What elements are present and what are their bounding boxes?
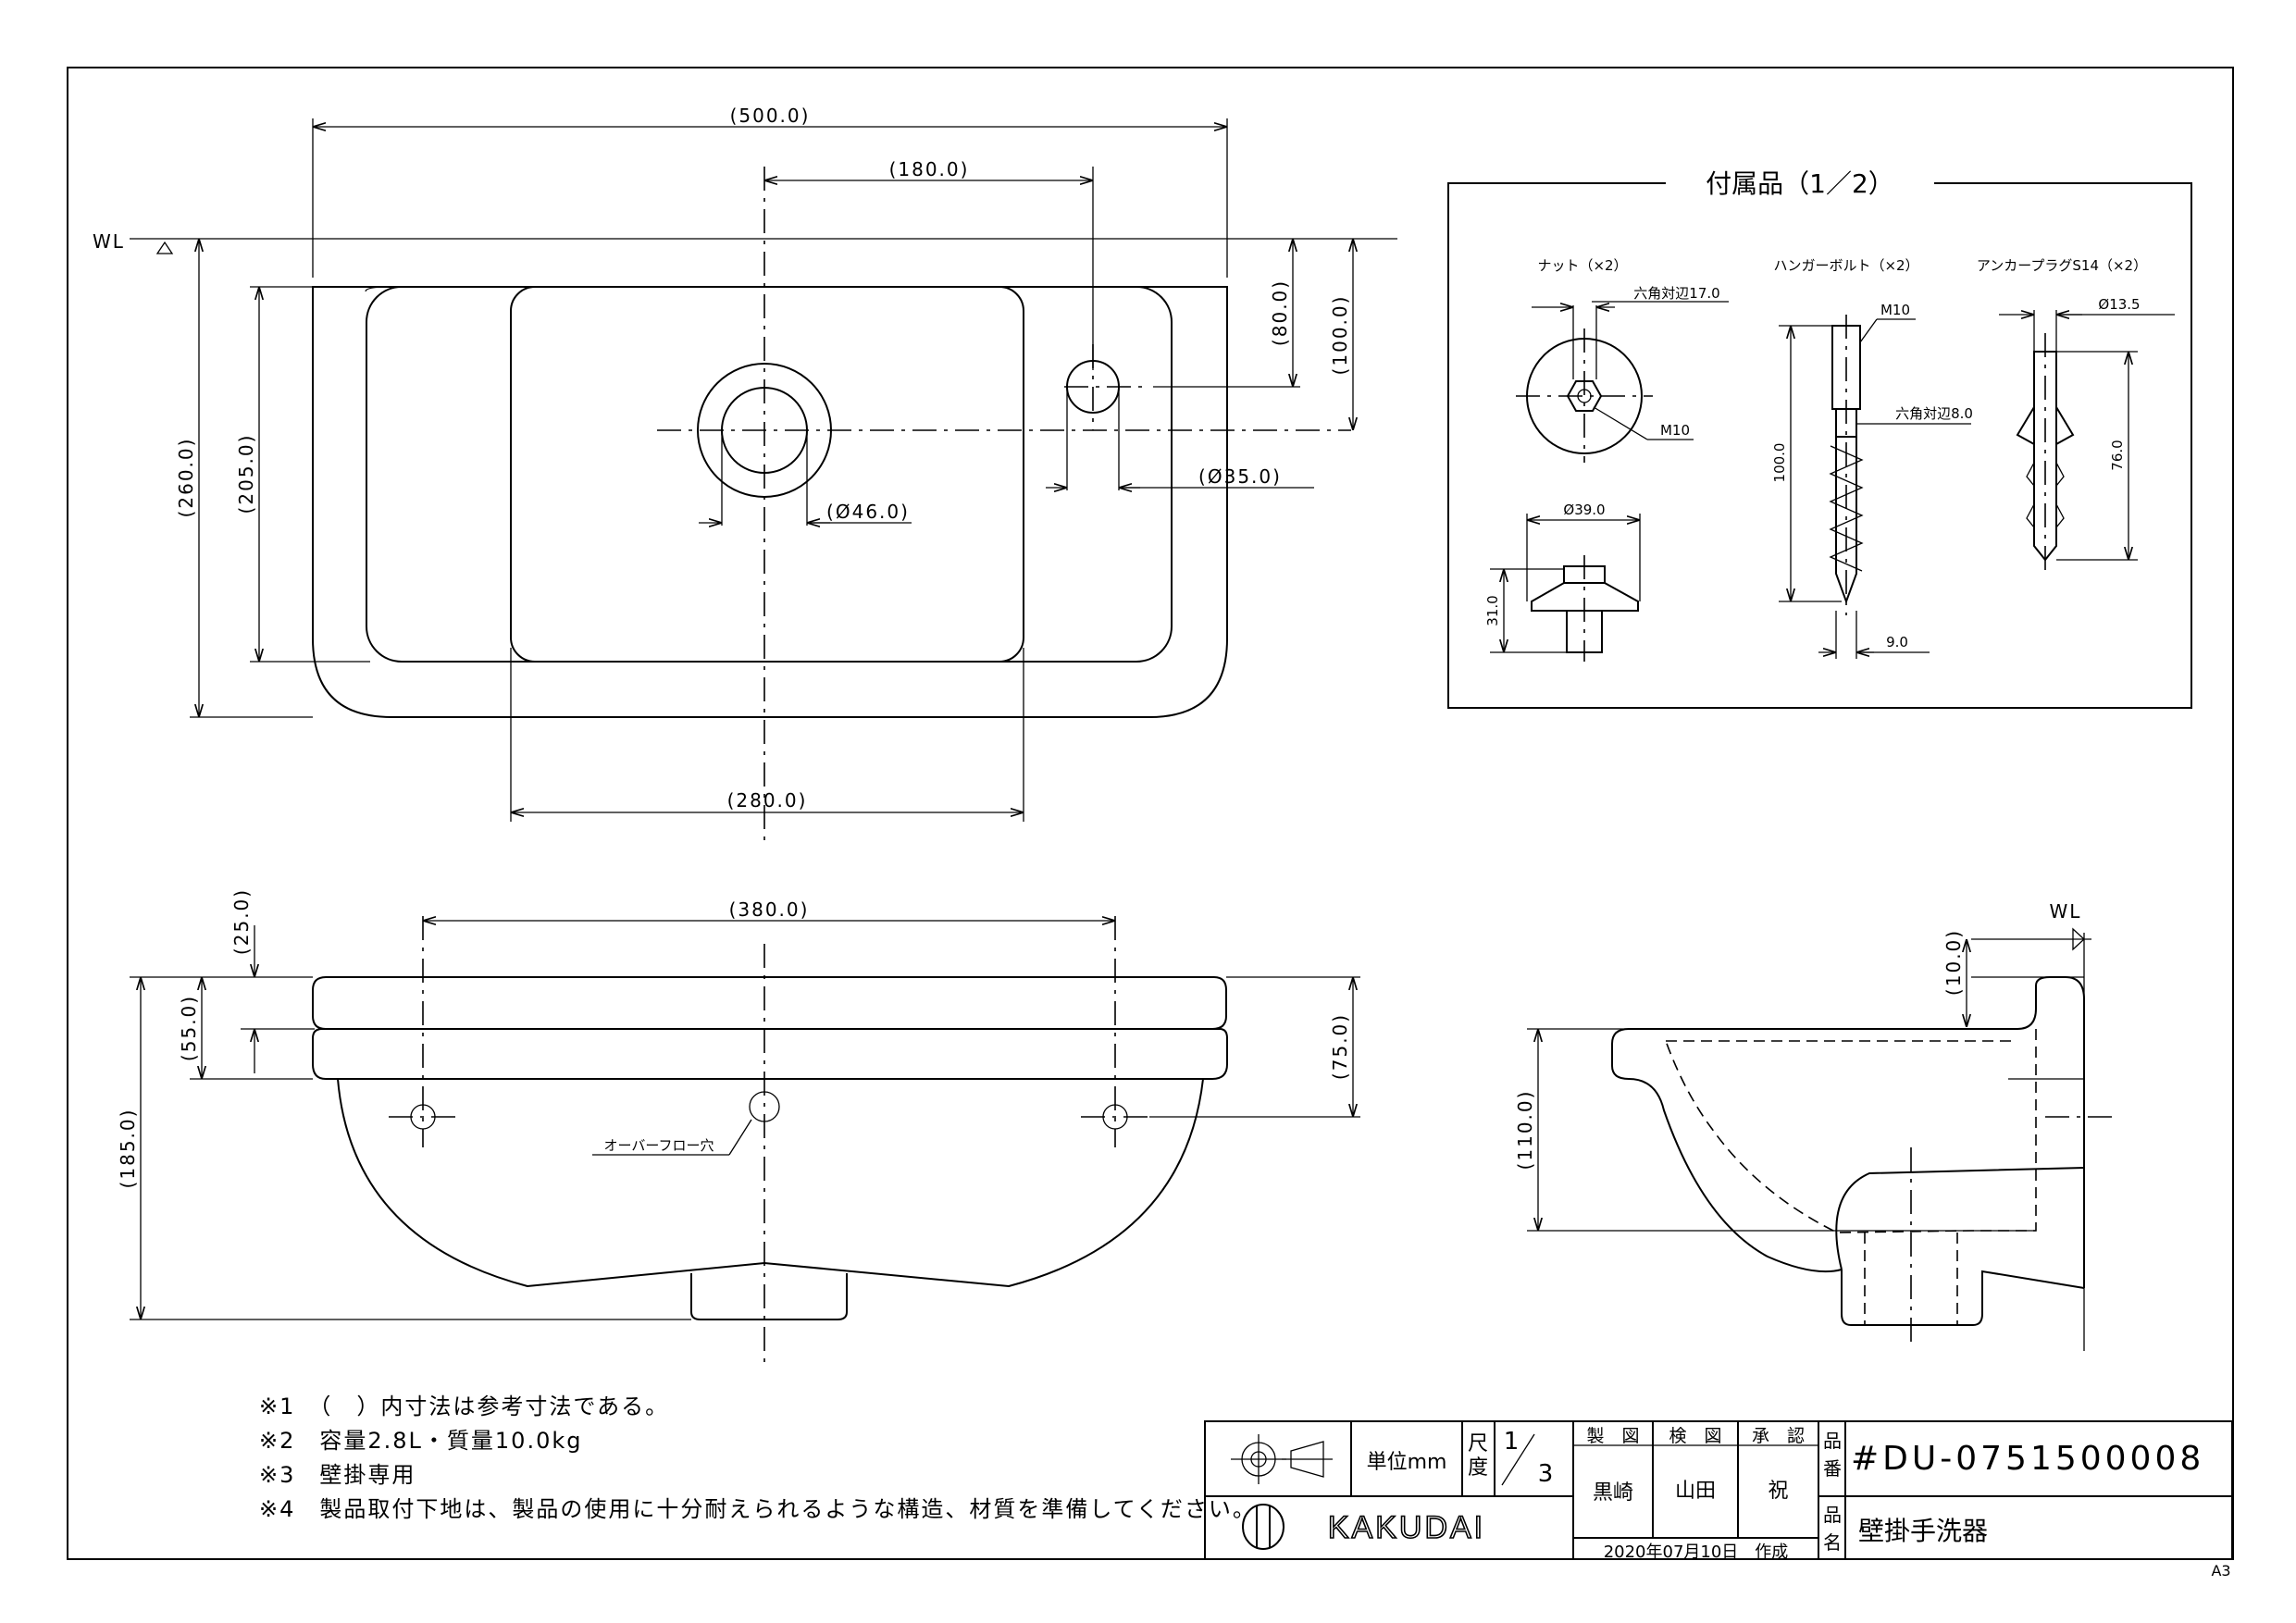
name-label: 品名 xyxy=(1823,1504,1842,1554)
svg-text:(10.0): (10.0) xyxy=(1942,929,1965,996)
svg-text:9.0: 9.0 xyxy=(1886,634,1908,650)
side-view: (110.0) WL (10.0) xyxy=(1514,900,2119,1351)
svg-text:76.0: 76.0 xyxy=(2109,440,2126,470)
svg-text:(110.0): (110.0) xyxy=(1514,1090,1536,1171)
maker-name: 黒崎 xyxy=(1592,1481,1633,1505)
svg-text:(80.0): (80.0) xyxy=(1269,279,1291,346)
svg-text:Ø39.0: Ø39.0 xyxy=(1563,502,1605,518)
svg-text:(75.0): (75.0) xyxy=(1329,1013,1351,1080)
front-bowl xyxy=(337,1078,1204,1288)
scale-numerator: 1 xyxy=(1503,1428,1520,1456)
company-logo-text: KAKUDAI xyxy=(1328,1510,1485,1545)
sheet-border xyxy=(67,67,2234,1560)
side-wl-label: WL xyxy=(2050,900,2082,923)
product-name: 壁掛手洗器 xyxy=(1858,1516,1989,1546)
side-outline xyxy=(1629,976,2085,1288)
bowl-area xyxy=(510,286,1024,663)
note-3: ※3 壁掛専用 xyxy=(259,1462,416,1488)
svg-text:Ø13.5: Ø13.5 xyxy=(2098,296,2140,313)
approver-name: 祝 xyxy=(1768,1480,1789,1503)
svg-text:(180.0): (180.0) xyxy=(889,158,970,180)
front-drain xyxy=(690,1273,848,1320)
svg-text:(500.0): (500.0) xyxy=(730,105,811,127)
part-no-label: 品番 xyxy=(1823,1430,1842,1480)
svg-text:(185.0): (185.0) xyxy=(117,1109,139,1189)
made-label: 製 図 xyxy=(1586,1426,1640,1446)
svg-text:(280.0): (280.0) xyxy=(727,789,808,812)
wl-label: WL xyxy=(93,230,125,253)
svg-text:(260.0): (260.0) xyxy=(175,438,197,518)
svg-text:(Ø46.0): (Ø46.0) xyxy=(826,501,910,523)
checker-name: 山田 xyxy=(1674,1480,1716,1503)
sheet-size: A3 xyxy=(2211,1562,2231,1580)
svg-text:アンカープラグS14（×2）: アンカープラグS14（×2） xyxy=(1977,257,2147,274)
top-view: WL (500.0) (180.0) (80.0) (100.0) (260.0… xyxy=(93,105,1397,842)
front-view: (380.0) (25.0) (55.0) (75.0) (185.0) オーバ… xyxy=(117,888,1360,1369)
accessories-box: 付属品（1／2） ナット（×2） 六角対辺17.0 M10 Ø39.0 31.0… xyxy=(1447,168,2192,709)
scale-label: 尺度 xyxy=(1467,1432,1488,1480)
creation-date: 2020年07月10日 作成 xyxy=(1603,1542,1789,1562)
basin-outline xyxy=(312,286,1228,718)
title-block: KAKUDAI xyxy=(1204,1420,2233,1560)
svg-text:(100.0): (100.0) xyxy=(1329,295,1351,376)
part-number: #DU-0751500008 xyxy=(1851,1440,2205,1478)
note-2: ※2 容量2.8L・質量10.0kg xyxy=(259,1428,583,1454)
note-4: ※4 製品取付下地は、製品の使用に十分耐えられるような構造、材質を準備してくださ… xyxy=(259,1496,1257,1522)
svg-text:六角対辺17.0: 六角対辺17.0 xyxy=(1633,285,1719,302)
accessories-title: 付属品（1／2） xyxy=(1706,168,1894,199)
svg-text:六角対辺8.0: 六角対辺8.0 xyxy=(1895,405,1973,422)
svg-text:ハンガーボルト（×2）: ハンガーボルト（×2） xyxy=(1773,257,1918,274)
svg-text:M10: M10 xyxy=(1880,302,1910,318)
scale-denominator: 3 xyxy=(1537,1460,1554,1488)
svg-text:M10: M10 xyxy=(1660,422,1690,439)
svg-text:(55.0): (55.0) xyxy=(178,995,200,1061)
approved-label: 承 認 xyxy=(1751,1426,1805,1446)
svg-text:(25.0): (25.0) xyxy=(230,888,253,955)
svg-text:(205.0): (205.0) xyxy=(235,434,257,514)
basin-inner-rim xyxy=(366,286,1173,663)
note-1: ※1 （ ）内寸法は参考寸法である。 xyxy=(259,1394,670,1419)
svg-text:100.0: 100.0 xyxy=(1771,443,1788,483)
front-rim xyxy=(312,976,1227,1030)
overflow-label: オーバーフロー穴 xyxy=(604,1137,714,1154)
anchor-plug xyxy=(2033,351,2057,562)
svg-text:ナット（×2）: ナット（×2） xyxy=(1537,257,1627,274)
checked-label: 検 図 xyxy=(1669,1426,1722,1446)
svg-text:(Ø35.0): (Ø35.0) xyxy=(1198,465,1282,488)
svg-text:31.0: 31.0 xyxy=(1484,595,1501,626)
svg-text:(380.0): (380.0) xyxy=(729,898,810,921)
unit-label: 単位mm xyxy=(1366,1451,1447,1474)
